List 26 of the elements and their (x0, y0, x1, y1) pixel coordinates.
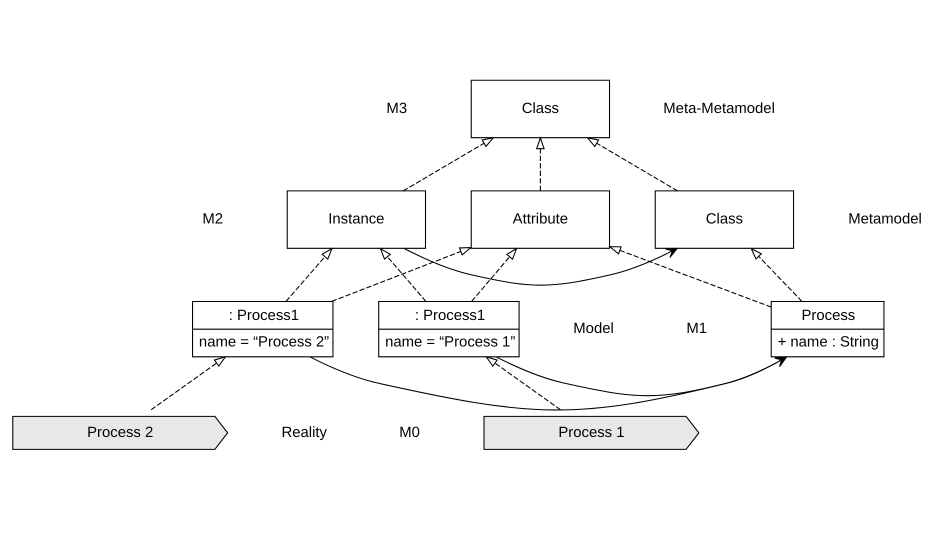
label: M2 (202, 212, 224, 228)
arrow (496, 356, 787, 396)
arrow (310, 356, 787, 410)
label: M0 (399, 424, 420, 441)
node-box: Class (654, 190, 794, 249)
arrow (379, 247, 426, 302)
label: Metamodel (848, 212, 922, 228)
arrow (403, 137, 495, 192)
arrow (332, 247, 472, 302)
arrow (608, 246, 772, 308)
arrow (404, 248, 678, 286)
label: Meta-Metamodel (663, 100, 775, 117)
node-box: Class (470, 80, 610, 138)
arrow (286, 247, 334, 302)
node-box: Attribute (470, 190, 610, 249)
label: M1 (686, 321, 708, 338)
label: M3 (386, 100, 408, 117)
arrow (750, 247, 802, 302)
arrow (150, 356, 227, 410)
arrow (471, 247, 518, 302)
arrow (536, 136, 545, 191)
node-box: Instance (286, 190, 426, 249)
label: Model (573, 321, 614, 338)
arrow (485, 356, 561, 410)
label: Reality (281, 424, 327, 441)
arrow (586, 137, 678, 192)
